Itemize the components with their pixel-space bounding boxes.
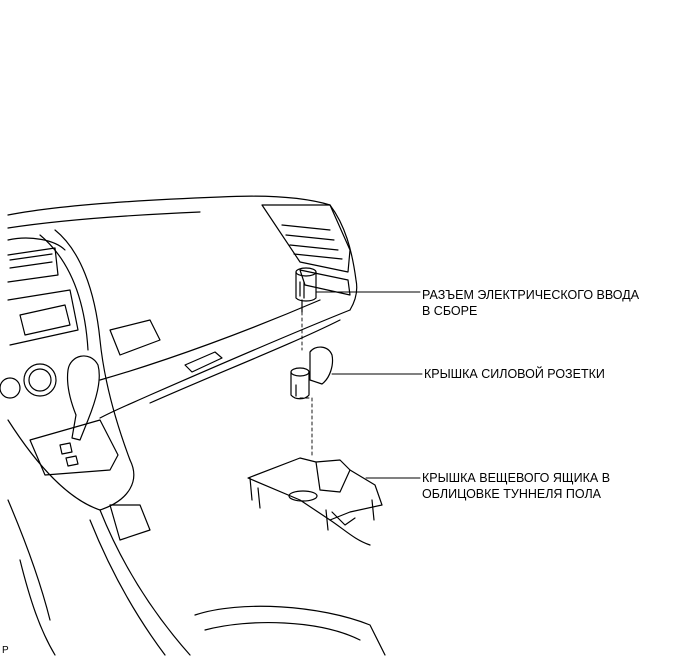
air-vent-right	[261, 204, 351, 296]
center-cluster	[0, 229, 131, 461]
callout-line: РАЗЪЕМ ЭЛЕКТРИЧЕСКОГО ВВОДА	[422, 288, 640, 302]
callout-power-outlet-cover: КРЫШКА СИЛОВОЙ РОЗЕТКИ	[424, 366, 605, 382]
callout-line: КРЫШКА ВЕЩЕВОГО ЯЩИКА В	[422, 471, 611, 485]
assembly-guide-lines	[299, 311, 313, 459]
callout-console-box-cover: КРЫШКА ВЕЩЕВОГО ЯЩИКА В ОБЛИЦОВКЕ ТУННЕЛ…	[422, 470, 610, 502]
callout-line: ОБЛИЦОВКЕ ТУННЕЛЯ ПОЛА	[422, 487, 602, 501]
console-box-cover-part	[247, 457, 383, 531]
callout-line: В СБОРЕ	[422, 304, 478, 318]
shift-lever	[29, 355, 119, 476]
leader-lines	[315, 291, 423, 479]
callout-power-outlet-socket-assembly: РАЗЪЕМ ЭЛЕКТРИЧЕСКОГО ВВОДА В СБОРЕ	[422, 287, 639, 319]
lower-console	[7, 419, 386, 656]
figure-code: P	[2, 645, 9, 656]
power-outlet-cover-part	[290, 346, 334, 400]
power-outlet-socket	[295, 267, 317, 313]
dashboard-outline	[7, 195, 358, 419]
callout-line: КРЫШКА СИЛОВОЙ РОЗЕТКИ	[424, 367, 605, 381]
